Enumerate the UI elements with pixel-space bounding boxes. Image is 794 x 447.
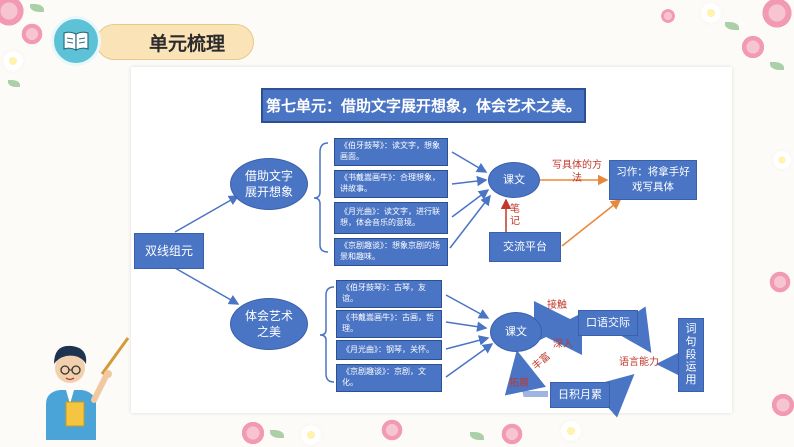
flower-decoration [20, 22, 44, 46]
top-item-1: 《伯牙鼓琴》：读文字，想象画面。 [334, 138, 448, 166]
root-node: 双线组元 [134, 233, 204, 269]
flower-decoration [500, 422, 524, 446]
kewen-top-node: 课文 [488, 162, 540, 198]
flower-decoration [2, 50, 24, 72]
top-item-4: 《京剧趣谈》：想象京剧的场景和趣味。 [334, 238, 448, 266]
flower-decoration [240, 420, 266, 446]
unit-title: 第七单元：借助文字展开想象，体会艺术之美。 [261, 88, 586, 123]
cijuduan-node: 词句段运用 [678, 318, 704, 392]
bottom-item-3: 《月光曲》：钢琴，关怀。 [336, 340, 442, 360]
flower-decoration [768, 270, 792, 294]
leaf-decoration [8, 80, 20, 87]
shenru-label: 深入 [553, 339, 573, 350]
leaf-decoration [770, 62, 784, 70]
leaf-decoration [270, 430, 284, 438]
top-item-2: 《书戴嵩画牛》：合理想象，讲故事。 [334, 170, 448, 198]
writing-method-label: 写具体的方法 [552, 160, 602, 184]
flower-decoration [740, 34, 766, 60]
book-icon [51, 16, 101, 66]
flower-decoration [770, 392, 794, 418]
flower-decoration [700, 2, 722, 24]
exchange-node: 交流平台 [489, 232, 561, 262]
leaf-decoration [725, 22, 739, 30]
notes-label: 笔记 [510, 204, 520, 227]
kewen-bottom-node: 课文 [490, 312, 542, 352]
bottom-item-4: 《京剧趣谈》：京剧，文化。 [336, 364, 442, 392]
section-title-text: 单元梳理 [149, 32, 226, 55]
bottom-item-1: 《伯牙鼓琴》：古琴，友谊。 [336, 280, 442, 308]
yuyan-label: 语言能力 [619, 357, 659, 368]
bottom-item-2: 《书戴嵩画牛》：古画，哲理。 [336, 310, 442, 338]
flower-decoration [300, 424, 322, 446]
flower-decoration [772, 150, 792, 170]
exercise-node: 习作：将拿手好戏写具体 [609, 160, 697, 200]
flower-decoration [380, 418, 404, 442]
branch-bottom-node: 体会艺术之美 [230, 298, 308, 350]
branch-top-node: 借助文字展开想象 [230, 158, 308, 210]
flower-decoration [760, 0, 794, 30]
top-item-3: 《月光曲》：读文字，进行联想，体会音乐的意境。 [334, 202, 448, 234]
teacher-illustration [36, 334, 132, 440]
leaf-decoration [30, 4, 44, 12]
jiechu-label: 接触 [547, 300, 567, 311]
tuozhan-label: 拓展 [509, 378, 529, 389]
kouyu-node: 口语交际 [578, 310, 638, 336]
flower-decoration [660, 8, 676, 24]
leaf-decoration [470, 432, 484, 440]
section-title: 单元梳理 [96, 24, 254, 60]
riji-node: 日积月累 [550, 382, 610, 408]
flower-decoration [560, 420, 582, 442]
